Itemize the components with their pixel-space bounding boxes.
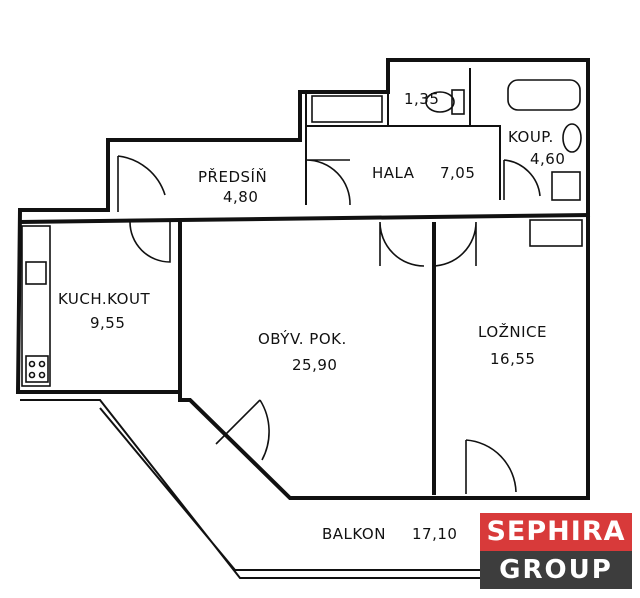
predsin-name: PŘEDSÍŇ [198, 167, 267, 186]
wall-corridor [19, 213, 591, 224]
kitchen-stove [25, 355, 49, 383]
wc-cistern [451, 89, 465, 115]
koupelna-name: KOUP. [508, 128, 554, 146]
toilet [425, 91, 455, 113]
logo-bottom: GROUP [480, 551, 632, 589]
loznice-area: 16,55 [490, 350, 535, 368]
door-balcony-living [215, 399, 270, 461]
washbasin [562, 123, 582, 153]
wall-hall [306, 125, 501, 200]
hala-area: 7,05 [440, 164, 475, 182]
predsin-area: 4,80 [223, 188, 258, 206]
door-bedroom [431, 221, 477, 267]
kitchen-counter [21, 225, 51, 387]
bathtub [507, 79, 581, 111]
sephira-group-logo: SEPHIRA GROUP [480, 513, 632, 589]
door-kitchen [129, 221, 171, 263]
wc-area: 1,35 [404, 90, 439, 108]
hall-cabinet [311, 95, 383, 123]
koupelna-area: 4,60 [530, 150, 565, 168]
kuchyn-name: KUCH.KOUT [58, 290, 150, 308]
balkon-name: BALKON [322, 525, 386, 543]
wall-wc [387, 68, 471, 126]
kitchen-sink [25, 261, 47, 285]
washing-machine [551, 171, 581, 201]
obyvaci-area: 25,90 [292, 356, 337, 374]
kuchyn-area: 9,55 [90, 314, 125, 332]
door-living [379, 221, 425, 267]
obyvaci-name: OBÝV. POK. [258, 329, 347, 348]
wardrobe [529, 219, 583, 247]
door-entrance [117, 155, 166, 212]
door-predsin-hala [305, 159, 351, 206]
logo-top: SEPHIRA [480, 513, 632, 551]
door-bathroom [503, 159, 541, 200]
balkon-area: 17,10 [412, 525, 457, 543]
door-balcony-bedroom [465, 439, 517, 494]
hala-name: HALA [372, 164, 415, 182]
loznice-name: LOŽNICE [478, 322, 547, 341]
outer-wall [15, 58, 590, 500]
